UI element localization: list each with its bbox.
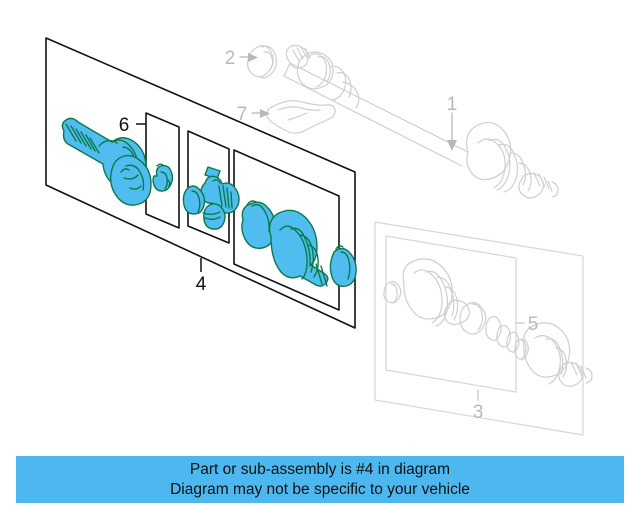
active-callout-leaders [136,123,202,272]
callout-label-2[interactable]: 2 [225,48,236,69]
notice-line-2: Diagram may not be specific to your vehi… [170,480,470,498]
callout-1-leader [447,112,457,151]
dimmed-parts-group [239,44,593,436]
callout-label-3[interactable]: 3 [473,402,484,423]
boot-kit-graphic [241,200,357,287]
tripod-joint-cluster-graphic [182,166,240,230]
highlighted-parts-group [61,117,357,287]
part-4-right-box [233,149,340,311]
callout-label-4[interactable]: 4 [196,274,207,295]
snap-ring-graphic [152,163,174,192]
part-3-outer-box [374,221,584,436]
callout-label-5[interactable]: 5 [528,314,539,335]
part-1-axle-shaft-graphic [283,44,559,199]
callout-label-1[interactable]: 1 [447,94,458,115]
joint-cap-graphic [109,154,152,206]
notice-line-1: Part or sub-assembly is #4 in diagram [189,460,451,478]
callout-2-leader [239,53,258,62]
part-notice-banner: Part or sub-assembly is #4 in diagram Di… [16,456,624,503]
part-2-circlip-graphic [247,45,278,79]
part-3-boot-kit-graphic [383,258,529,361]
part-5-inner-joint-graphic [522,322,593,387]
part-7-heat-shield-graphic [266,100,336,134]
callout-label-6[interactable]: 6 [119,115,130,136]
callout-label-7[interactable]: 7 [237,104,248,125]
callout-7-leader [251,109,270,118]
part-5-inner-box [385,235,517,393]
part-4-outer-box [45,37,356,329]
